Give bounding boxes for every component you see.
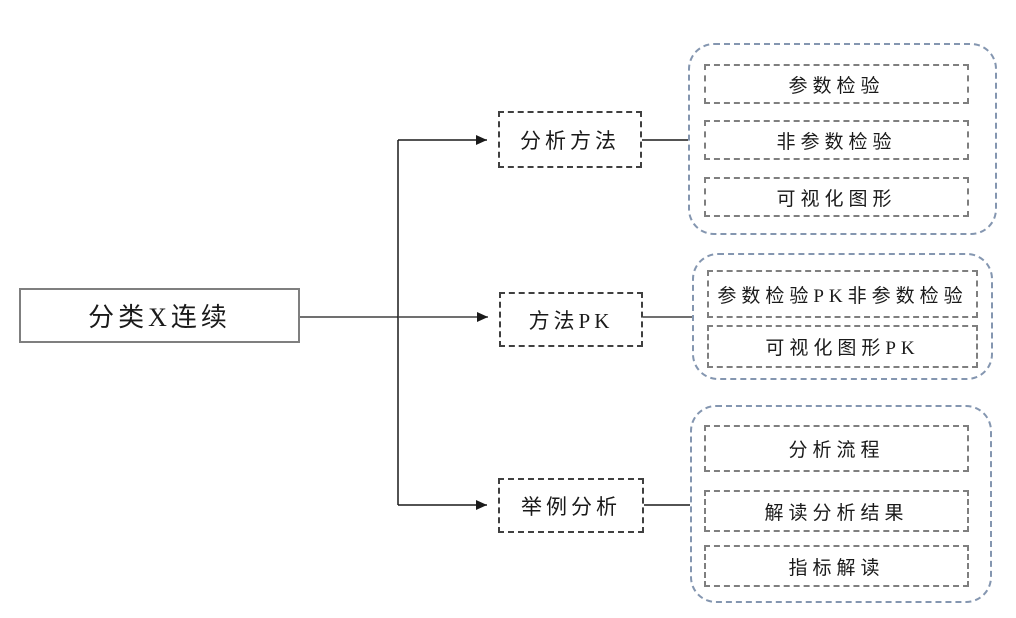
branch-node-label: 举例分析: [521, 494, 621, 519]
root-node: 分类X连续: [19, 288, 300, 343]
branch-node-label: 方法PK: [528, 308, 614, 333]
item-label: 可视化图形PK: [765, 338, 920, 359]
root-node-label: 分类X连续: [88, 303, 231, 332]
branch-node-example-analysis: 举例分析: [498, 478, 644, 533]
item-label: 可视化图形: [776, 188, 897, 210]
item-label: 分析流程: [788, 440, 885, 461]
item-box-analysis-workflow: 分析流程: [704, 425, 969, 472]
item-box-nonparametric-test: 非参数检验: [704, 120, 969, 160]
item-box-visualization: 可视化图形: [704, 177, 969, 217]
branch-node-label: 分析方法: [520, 128, 620, 153]
item-label: 指标解读: [788, 557, 885, 579]
item-label: 解读分析结果: [764, 502, 909, 524]
group-method-pk: 参数检验PK非参数检验 可视化图形PK: [692, 253, 993, 380]
branch-node-analysis-methods: 分析方法: [498, 111, 642, 168]
item-label: 非参数检验: [776, 131, 897, 153]
item-box-interpret-results: 解读分析结果: [704, 490, 969, 532]
item-box-parametric-vs-nonparametric: 参数检验PK非参数检验: [707, 270, 978, 318]
item-label: 参数检验: [788, 75, 885, 97]
item-label: 参数检验PK非参数检验: [717, 285, 968, 307]
item-box-parametric-test: 参数检验: [704, 64, 969, 104]
group-analysis-methods: 参数检验 非参数检验 可视化图形: [688, 43, 997, 235]
group-example-analysis: 分析流程 解读分析结果 指标解读: [690, 405, 992, 603]
item-box-indicator-interpretation: 指标解读: [704, 545, 969, 587]
item-box-visualization-pk: 可视化图形PK: [707, 325, 978, 368]
branch-node-method-pk: 方法PK: [499, 292, 643, 347]
